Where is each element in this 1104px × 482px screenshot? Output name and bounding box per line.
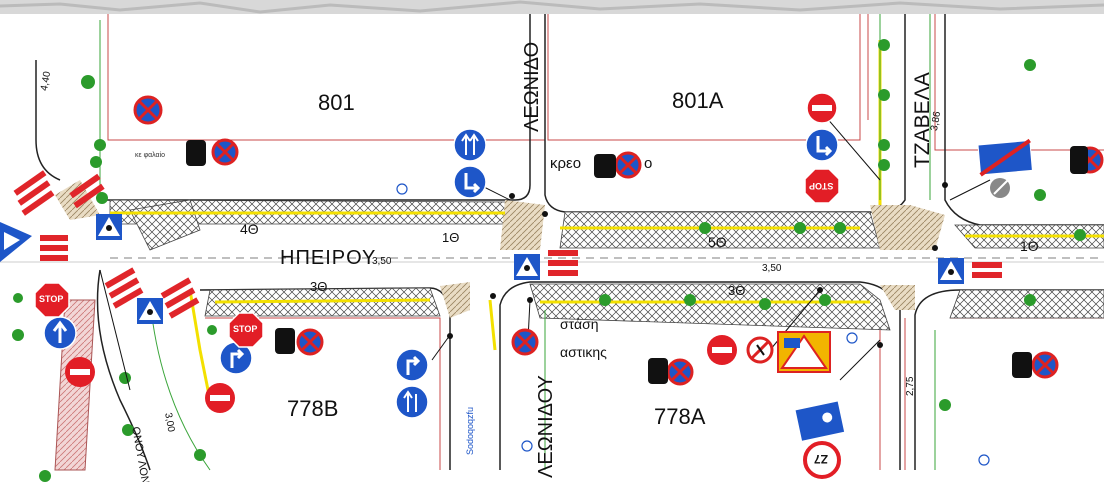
pedestrian-signs — [0, 214, 964, 324]
street-leonidou-upper-label: ΛΕΩΝΙΔΟ — [521, 41, 543, 132]
lane-label-4: 4Θ — [240, 221, 259, 237]
note-astikis: αστικης — [560, 344, 607, 360]
stop-text-middle: STOP — [233, 324, 258, 334]
direction-signs — [43, 128, 839, 419]
intersection-areas — [55, 180, 945, 318]
lane-label-1-right: 1Θ — [1020, 238, 1039, 254]
street-ipeirou-label: ΗΠΕΙΡΟΥ — [280, 247, 377, 269]
block-801a-label: 801A — [672, 88, 724, 113]
stop-text-right: STOP — [809, 181, 834, 191]
trees — [12, 39, 1086, 482]
note-stasi: στάση — [560, 316, 599, 332]
sidewalks — [109, 199, 1104, 331]
dimension-right: 3,50 — [762, 263, 782, 274]
note-kreo: κρεο — [550, 155, 582, 172]
lane-label-1-left: 1Θ — [442, 230, 460, 245]
speed-limit-sign — [803, 441, 841, 479]
no-entry-signs — [65, 92, 838, 413]
warning-sign — [777, 331, 831, 373]
speed-limit-value: Ζ7 — [814, 452, 829, 466]
dimension-left: 3,50 — [372, 256, 392, 267]
parking-car-blocks — [186, 140, 1088, 384]
block-801-label: 801 — [318, 90, 355, 115]
stop-text-left: STOP — [39, 294, 64, 304]
note-kreo-o: ο — [644, 155, 653, 172]
lane-label-3-right: 3Θ — [728, 283, 746, 298]
dimension-2-75: 2,75 — [905, 376, 916, 396]
stop-signs — [34, 168, 840, 348]
note-blue-vertical: Sodoqoqzfu — [465, 406, 475, 455]
street-leonidou-lower-label: ΛΕΩΝΙΔΟΥ — [535, 375, 557, 478]
parking-p-markers — [396, 183, 990, 466]
note-kefalaio: κε φαλαίο — [135, 152, 166, 159]
zebra-crossings — [13, 170, 1002, 319]
block-778a-label: 778A — [654, 404, 706, 429]
dimension-3-00: 3,00 — [162, 411, 177, 433]
block-778b-label: 778B — [287, 396, 339, 421]
lane-label-5: 5Θ — [708, 234, 727, 250]
blue-panel-signs — [794, 138, 1033, 442]
lane-label-3-left: 3Θ — [310, 279, 328, 294]
